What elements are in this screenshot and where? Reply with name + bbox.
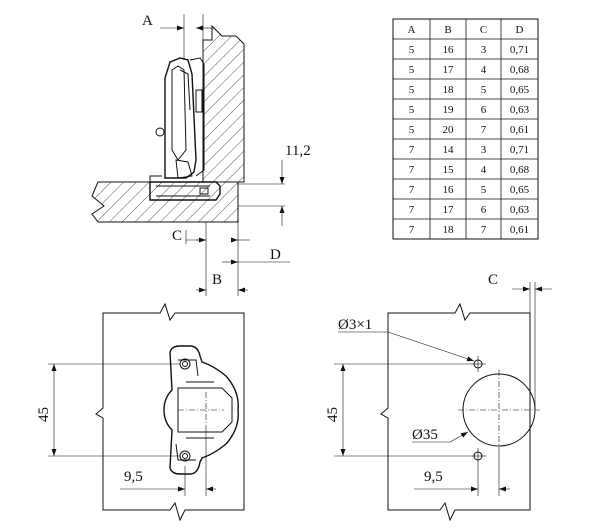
- dimension-c-top: C: [172, 228, 250, 244]
- table-cell: 20: [443, 124, 455, 136]
- table-header-cell: B: [444, 24, 451, 36]
- table-cell: 18: [443, 224, 455, 236]
- table-header-cell: A: [408, 24, 416, 36]
- cabinet-bottom-panel: [91, 181, 239, 223]
- table-cell: 5: [481, 184, 487, 196]
- hinge-cup-section: [149, 181, 221, 201]
- table-cell: 0,63: [510, 204, 530, 216]
- dim-9-5-right-label: 9,5: [424, 469, 443, 485]
- door-panel-left: [95, 302, 245, 522]
- table-cell: 7: [409, 204, 415, 216]
- dim-45-right-label: 45: [325, 407, 341, 422]
- dim-45-left-label: 45: [36, 407, 52, 422]
- dimension-45-right: 45: [325, 364, 346, 456]
- table-cell: 0,61: [510, 224, 529, 236]
- dimension-d: D: [222, 247, 290, 265]
- dim-35-label: Ø35: [412, 427, 438, 443]
- table-cell: 0,71: [510, 44, 529, 56]
- table-cell: 7: [409, 144, 415, 156]
- table-cell: 19: [443, 104, 455, 116]
- table-cell: 5: [409, 64, 415, 76]
- dimension-35: Ø35: [412, 427, 469, 443]
- drilling-plan-view: [334, 282, 540, 522]
- table-cell: 7: [481, 224, 487, 236]
- table-cell: 14: [443, 144, 455, 156]
- dimension-9-5-left: 9,5: [120, 469, 216, 492]
- table-cell: 5: [409, 84, 415, 96]
- table-cell: 5: [409, 124, 415, 136]
- dimension-9-5-right: 9,5: [414, 469, 510, 492]
- dim-d-label: D: [270, 247, 281, 263]
- table-cell: 0,65: [510, 184, 530, 196]
- cabinet-side-panel: [202, 24, 245, 183]
- dimension-45-left: 45: [36, 364, 57, 456]
- hinge-plan-view: [48, 302, 245, 522]
- table-cell: 5: [409, 104, 415, 116]
- dim-9-5-left-label: 9,5: [124, 469, 143, 485]
- side-section-view: [91, 14, 285, 296]
- table-cell: 7: [409, 224, 415, 236]
- dim-3x1-label: Ø3×1: [338, 317, 372, 333]
- door-panel-right: [380, 302, 531, 522]
- hinge-arm-profile: [164, 57, 197, 179]
- table-cell: 7: [409, 164, 415, 176]
- dim-b-label: B: [212, 272, 222, 288]
- table-cell: 3: [481, 144, 487, 156]
- dimension-a: A: [142, 13, 212, 31]
- dim-c-top-label: C: [172, 228, 182, 244]
- table-cell: 7: [409, 184, 415, 196]
- table-cell: 0,65: [510, 84, 530, 96]
- table-cell: 4: [481, 164, 487, 176]
- hinge-body-outline: [163, 345, 239, 475]
- table-cell: 18: [443, 84, 455, 96]
- table-cell: 17: [443, 64, 455, 76]
- table-frame: [392, 18, 539, 240]
- table-cell: 6: [481, 104, 487, 116]
- table-cell: 7: [481, 124, 487, 136]
- dimension-c-right: C: [488, 272, 552, 292]
- table-cell: 15: [443, 164, 455, 176]
- table-cell: 5: [481, 84, 487, 96]
- dim-c-right-label: C: [488, 272, 498, 288]
- table-cell: 0,61: [510, 124, 529, 136]
- dimension-11-2: 11,2: [279, 143, 311, 226]
- table-cell: 3: [481, 44, 487, 56]
- table-cell: 0,71: [510, 144, 529, 156]
- table-header-cell: C: [480, 24, 487, 36]
- table-cell: 6: [481, 204, 487, 216]
- table-cell: 0,68: [510, 64, 530, 76]
- table-cell: 17: [443, 204, 455, 216]
- dim-11-2-label: 11,2: [285, 143, 311, 159]
- spec-table: A B C D 5 16 3 0,71 5 17 4 0,68 5 18 5 0,65 5 19 6 0,63 5 20 7…: [392, 18, 539, 240]
- table-cell: 16: [443, 44, 455, 56]
- dimension-b: B: [196, 272, 248, 293]
- table-cell: 5: [409, 44, 415, 56]
- table-cell: 0,63: [510, 104, 530, 116]
- table-cell: 4: [481, 64, 487, 76]
- table-cell: 16: [443, 184, 455, 196]
- table-header-cell: D: [516, 24, 524, 36]
- dim-a-label: A: [142, 13, 153, 29]
- table-cell: 0,68: [510, 164, 530, 176]
- dimension-3x1: Ø3×1: [338, 317, 475, 362]
